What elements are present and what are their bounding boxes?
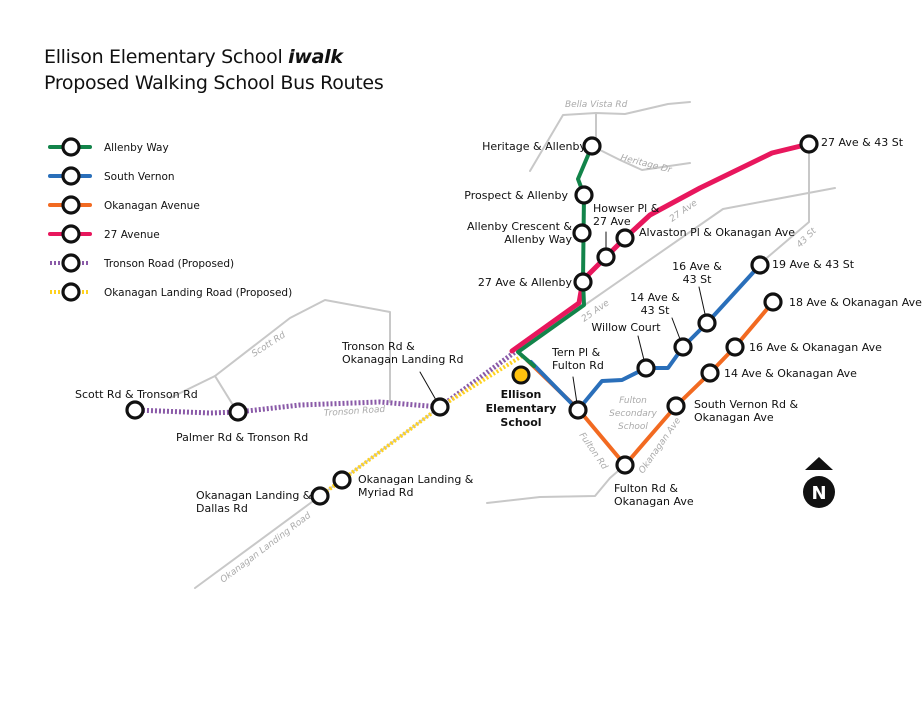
stop-willow-label: Willow Court: [591, 321, 661, 334]
stop-ave27-allenby-marker: [573, 272, 593, 292]
stop-ave16-ok-marker: [725, 337, 745, 357]
stop-ave19-43-label: 19 Ave & 43 St: [772, 258, 855, 271]
stop-ave27-allenby-label: 27 Ave & Allenby: [478, 276, 573, 289]
legend-item-label: 27 Avenue: [104, 229, 160, 241]
north-label: N: [811, 483, 826, 504]
title-text: Ellison Elementary School: [44, 46, 289, 68]
map-subtitle: Proposed Walking School Bus Routes: [44, 72, 384, 94]
stop-fulton-ok-label: Fulton Rd &Okanagan Ave: [614, 482, 694, 508]
stop-ave16-43-label: 16 Ave &43 St: [672, 260, 722, 286]
stop-svernon-ok-label: South Vernon Rd &Okanagan Ave: [694, 398, 799, 424]
stop-myriad-label: Okanagan Landing &Myriad Rd: [358, 473, 474, 499]
legend-stop-icon: [61, 253, 81, 273]
stop-svernon-ok-marker: [666, 396, 686, 416]
legend-item-label: Okanagan Avenue: [104, 200, 200, 212]
stop-heritage-label: Heritage & Allenby: [482, 140, 586, 153]
legend-item-label: Tronson Road (Proposed): [103, 258, 234, 270]
stop-crescent-label: Allenby Crescent &Allenby Way: [467, 220, 572, 246]
legend-stop-icon: [61, 166, 81, 186]
north-arrow-icon: [805, 457, 833, 470]
stop-scott-marker: [125, 400, 145, 420]
stop-alvaston-label: Alvaston Pl & Okanagan Ave: [639, 226, 795, 239]
stop-ave14-43-label: 14 Ave &43 St: [630, 291, 680, 317]
stop-alvaston-marker: [615, 228, 635, 248]
stop-ave14-43-marker: [673, 337, 693, 357]
road-line: [519, 187, 836, 351]
stop-tern-marker: [568, 400, 588, 420]
stop-ave27-43-label: 27 Ave & 43 St: [821, 136, 904, 149]
legend-stop-icon: [61, 224, 81, 244]
ellison-school-marker: [511, 365, 531, 385]
stop-ave18-ok-label: 18 Ave & Okanagan Ave: [789, 296, 922, 309]
stop-myriad-marker: [332, 470, 352, 490]
route-27-ave: [509, 141, 812, 354]
stop-palmer-label: Palmer Rd & Tronson Rd: [176, 431, 308, 444]
stop-howser-marker: [596, 247, 616, 267]
stop-scott-label: Scott Rd & Tronson Rd: [75, 388, 198, 401]
road-line: [595, 147, 691, 171]
stop-ave14-ok-marker: [700, 363, 720, 383]
legend-stop-icon: [61, 282, 81, 302]
road-line: [169, 299, 391, 403]
road-label-fulton: Fulton Rd: [577, 431, 610, 472]
stop-ave14-ok-label: 14 Ave & Okanagan Ave: [724, 367, 857, 380]
stop-ave18-ok-marker: [763, 292, 783, 312]
route-allenby: [516, 144, 594, 368]
stop-ave16-ok-label: 16 Ave & Okanagan Ave: [749, 341, 882, 354]
road-line: [761, 149, 810, 263]
legend-item-label: Allenby Way: [104, 142, 169, 154]
stop-ave19-43-marker: [750, 255, 770, 275]
legend-stop-icon: [61, 195, 81, 215]
road-label-tronson: Tronson Road: [324, 405, 386, 419]
stop-tronson-landing-label: Tronson Rd &Okanagan Landing Rd: [341, 340, 463, 366]
north-badge-icon: [803, 476, 835, 508]
stop-dallas-label: Okanagan Landing &Dallas Rd: [196, 489, 312, 515]
road-label-landing: Okanagan Landing Road: [219, 511, 314, 586]
legend-item-label: South Vernon: [104, 171, 175, 183]
stop-dallas-marker: [310, 486, 330, 506]
map-title: Ellison Elementary School iwalk: [44, 46, 343, 68]
stop-prospect-marker: [574, 185, 594, 205]
route-landing: [318, 354, 524, 498]
stop-crescent-marker: [572, 223, 592, 243]
road-label-bella-vista: Bella Vista Rd: [565, 100, 628, 110]
stop-ave27-43-marker: [799, 134, 819, 154]
stop-howser-label: Howser Pl &27 Ave: [593, 202, 660, 228]
title-emphasis: iwalk: [288, 46, 343, 68]
legend-item-label: Okanagan Landing Road (Proposed): [104, 287, 292, 299]
stop-palmer-marker: [228, 402, 248, 422]
stop-tronson-landing-marker: [430, 397, 450, 417]
road-label-heritage-dr: Heritage Dr: [619, 153, 673, 176]
stop-prospect-label: Prospect & Allenby: [464, 189, 568, 202]
stop-tern-label: Tern Pl &Fulton Rd: [551, 346, 604, 372]
stop-ave16-43-marker: [697, 313, 717, 333]
stop-heritage-marker: [582, 136, 602, 156]
stop-fulton-ok-marker: [615, 455, 635, 475]
road-line: [529, 101, 691, 172]
stop-willow-marker: [636, 358, 656, 378]
legend-stop-icon: [61, 137, 81, 157]
road-line: [486, 464, 626, 504]
